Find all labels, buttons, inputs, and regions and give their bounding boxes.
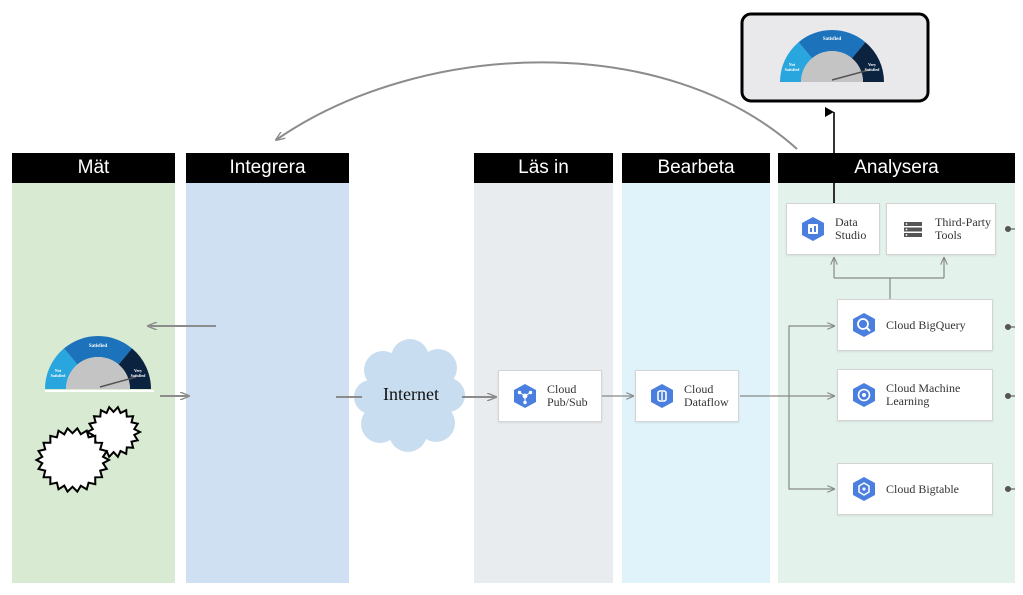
dashboard-gauge-label-top: Satisfied (822, 37, 842, 42)
output-dots (1004, 225, 1015, 493)
mat-gauge-label-left: Not Satisfied (50, 368, 66, 378)
column-bearbeta-bg (622, 153, 770, 583)
card-ml[interactable]: Cloud Machine Learning (837, 369, 993, 421)
machine-learning-icon (853, 383, 875, 407)
server-icon (904, 222, 922, 237)
pubsub-label: Cloud Pub/Sub (547, 382, 588, 409)
feedback-curve (276, 61, 798, 150)
column-integrera-bg (186, 153, 349, 583)
mat-gauge-label-right: Very Satisfied (130, 368, 146, 378)
bigquery-icon (853, 313, 875, 337)
arrow-dataflow-to-bigtable (788, 396, 834, 489)
column-header-bearbeta: Bearbeta (622, 153, 770, 183)
column-header-integrera: Integrera (186, 153, 349, 183)
dashboard-gauge-label-right: Very Satisfied (864, 62, 880, 72)
bigquery-label: Cloud BigQuery (886, 317, 966, 332)
thirdparty-label: Third-Party Tools (935, 215, 991, 242)
column-header-analysera: Analysera (778, 153, 1015, 183)
card-pubsub[interactable]: Cloud Pub/Sub (498, 370, 602, 422)
card-bigtable[interactable]: Cloud Bigtable (837, 463, 993, 515)
column-header-mat: Mät (12, 153, 175, 183)
internet-label: Internet (383, 384, 439, 404)
bigtable-icon (853, 477, 875, 501)
datastudio-icon (802, 217, 824, 241)
arrow-dataflow-to-bigquery (788, 326, 834, 396)
card-dataflow[interactable]: Cloud Dataflow (635, 370, 739, 422)
mat-gauge-label-top: Satisfied (88, 344, 108, 349)
dataflow-icon (651, 384, 673, 408)
column-header-las-in: Läs in (474, 153, 613, 183)
datastudio-label: Data Studio (835, 215, 867, 242)
card-thirdparty[interactable]: Third-Party Tools (886, 203, 996, 255)
bigtable-label: Cloud Bigtable (886, 481, 959, 496)
column-las-in-bg (474, 153, 613, 583)
dataflow-label: Cloud Dataflow (684, 382, 729, 409)
pubsub-icon (514, 384, 536, 408)
ml-label: Cloud Machine Learning (886, 381, 961, 408)
dashboard-gauge-label-left: Not Satisfied (784, 62, 800, 72)
card-bigquery[interactable]: Cloud BigQuery (837, 299, 993, 351)
mat-gauge-icon (45, 336, 154, 392)
dashboard-gauge-icon (780, 30, 884, 82)
burst-shape-large (34, 426, 112, 494)
card-datastudio[interactable]: Data Studio (786, 203, 880, 255)
internet-cloud (354, 339, 465, 452)
